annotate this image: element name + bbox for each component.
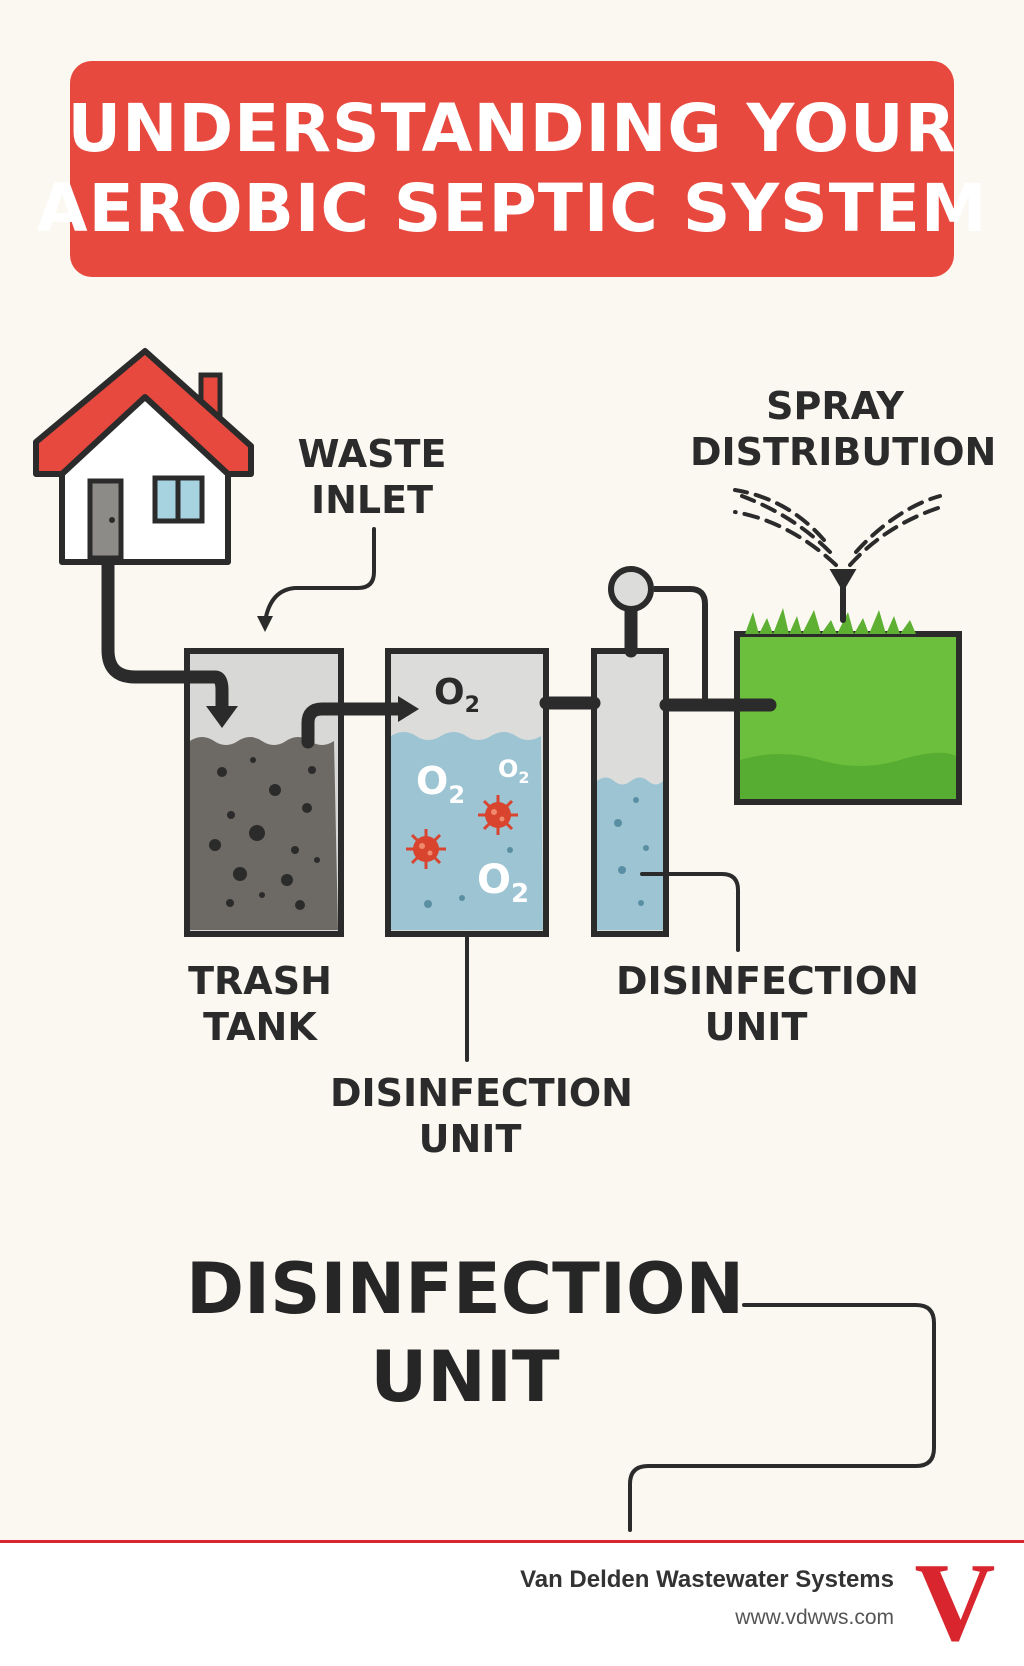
label-waste-inlet: WASTE INLET <box>272 431 472 523</box>
label-line: TANK <box>203 1005 317 1049</box>
aeration-tank <box>385 648 549 937</box>
pipes <box>101 555 777 749</box>
pipe-arrowheads <box>206 696 419 728</box>
label-line: UNIT <box>704 1005 808 1049</box>
bacteria-icon <box>406 829 446 869</box>
label-spray-distribution: SPRAY DISTRIBUTION <box>690 383 997 475</box>
label-disinfection-unit-large: DISINFECTION UNIT <box>150 1245 780 1421</box>
logo-v-icon: V <box>911 1541 999 1665</box>
label-line: DISINFECTION <box>330 1071 633 1115</box>
oxygen-label-air: O2 <box>434 672 480 718</box>
label-line: WASTE <box>297 432 447 476</box>
svg-text:O2: O2 <box>434 672 480 718</box>
title-banner: UNDERSTANDING YOUR AEROBIC SEPTIC SYSTEM <box>37 61 987 277</box>
sprinkler-icon <box>733 488 946 623</box>
label-line: UNIT <box>418 1117 522 1161</box>
label-line: DISINFECTION <box>185 1248 745 1330</box>
label-line: UNIT <box>370 1336 560 1418</box>
svg-text:O2: O2 <box>498 755 530 787</box>
label-line: SPRAY <box>766 384 904 428</box>
trash-tank <box>184 648 344 937</box>
title-line-2: AEROBIC SEPTIC SYSTEM <box>36 170 988 247</box>
house-icon <box>33 348 254 565</box>
grass-field <box>734 608 962 805</box>
svg-text:V: V <box>915 1550 996 1650</box>
label-line: DISTRIBUTION <box>690 430 997 474</box>
label-disinfection-unit-right: DISINFECTION UNIT <box>616 958 919 1050</box>
oxygen-label-water: O2 <box>416 759 465 809</box>
pump-icon <box>608 566 708 705</box>
label-trash-tank: TRASH TANK <box>170 958 350 1050</box>
title-line-1: UNDERSTANDING YOUR <box>67 90 957 167</box>
label-line: DISINFECTION <box>616 959 919 1003</box>
disinfection-column <box>591 648 669 937</box>
company-name: Van Delden Wastewater Systems <box>520 1566 894 1593</box>
footer-rule <box>0 1540 1024 1543</box>
label-line: TRASH <box>188 959 332 1003</box>
oxygen-label-water: O2 <box>477 857 529 909</box>
oxygen-label-water: O2 <box>498 755 530 787</box>
bacteria-icon <box>478 795 518 835</box>
label-disinfection-unit-center: DISINFECTION UNIT <box>330 1070 633 1162</box>
svg-text:O2: O2 <box>477 857 529 909</box>
svg-text:O2: O2 <box>416 759 465 809</box>
footer-band <box>0 1543 1024 1666</box>
website-link[interactable]: www.vdwws.com <box>735 1606 894 1629</box>
label-line: INLET <box>310 478 434 522</box>
leader-lines <box>257 527 936 1532</box>
